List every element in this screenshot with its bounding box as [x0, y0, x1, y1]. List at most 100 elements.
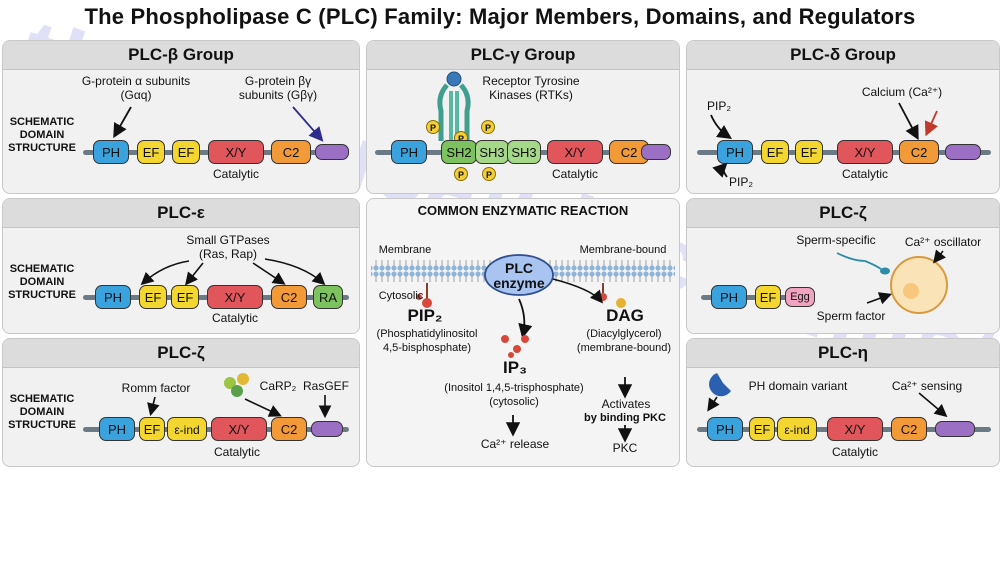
domain-tail [311, 421, 343, 437]
reaction-title: COMMON ENZYMATIC REACTION [417, 203, 629, 218]
domain-xy: X/Y [547, 140, 603, 164]
domain-ef: EF [761, 140, 789, 164]
domain-ph: PH [717, 140, 753, 164]
domain-tail [315, 144, 349, 160]
ph-variant-label: PH domain variant [748, 379, 848, 393]
domain-sh2: SH2 [441, 140, 477, 164]
sperm-factor-label: Sperm factor [816, 309, 886, 323]
schematic-word: SCHEMATIC [9, 116, 75, 128]
catalytic-label: Catalytic [213, 445, 260, 459]
panel-plc-delta: PLC-δ Group PIP₂ PIP₂ Calcium (Ca²⁺) PH … [686, 40, 1000, 194]
panel-common-reaction: COMMON ENZYMATIC REACTION Membrane Membr… [366, 198, 680, 467]
domain-ef: EF [755, 285, 781, 309]
catalytic-label: Catalytic [831, 445, 878, 459]
domain-sh3: SH3 [507, 140, 541, 164]
panel-plc-zeta-lower: PLC-ζ SCHEMATIC DOMAIN STRUCTURE Romm fa… [2, 338, 360, 467]
regulator-gbg: G-protein βγ subunits (Gβγ) [238, 74, 318, 102]
schematic-label: SCHEMATIC DOMAIN STRUCTURE [7, 263, 77, 302]
domain-ef: EF [137, 140, 165, 164]
phospho-site: P [481, 120, 495, 134]
protein-backbone [701, 295, 801, 300]
calcium-label: Calcium (Ca²⁺) [861, 85, 943, 99]
catalytic-label: Catalytic [212, 167, 259, 181]
schematic-label: SCHEMATIC DOMAIN STRUCTURE [7, 393, 77, 432]
panel-title: PLC-β Group [3, 41, 359, 70]
domain-ef: EF [171, 285, 199, 309]
domain-c2: C2 [899, 140, 939, 164]
schematic-word: SCHEMATIC [9, 263, 75, 275]
domain-tail [935, 421, 975, 437]
domain-c2: C2 [891, 417, 927, 441]
panel-title: PLC-ε [3, 199, 359, 228]
pip2-label: PIP₂ [707, 99, 731, 113]
ca-oscillator-label: Ca²⁺ oscillator [904, 235, 982, 249]
activates-label: Activates [601, 397, 651, 411]
phospho-site: P [426, 120, 440, 134]
pip2-label: PIP₂ [407, 306, 443, 325]
cytosolic-label: Cytosolic [378, 290, 424, 302]
domain-c2: C2 [271, 140, 311, 164]
domain-ph: PH [711, 285, 747, 309]
ip3-fullname: (Inositol 1,4,5-trisphosphate) (cytosoli… [444, 382, 584, 408]
schematic-word: STRUCTURE [8, 419, 76, 431]
pip2-fullname: (Phosphatidylinositol 4,5-bisphosphate) [376, 328, 478, 354]
domain-sh3: SH3 [475, 140, 509, 164]
schematic-word: DOMAIN [19, 129, 65, 141]
ca-release-label: Ca²⁺ release [480, 437, 550, 451]
phospho-site: P [482, 167, 496, 181]
domain-xy: X/Y [827, 417, 883, 441]
panel-title: PLC-ζ [687, 199, 999, 228]
domain-ef: EF [795, 140, 823, 164]
domain-e-ind: ε-ind [167, 417, 207, 441]
catalytic-label: Catalytic [841, 167, 888, 181]
sperm-specific-label: Sperm-specific [796, 233, 876, 247]
domain-ph: PH [707, 417, 743, 441]
schematic-word: STRUCTURE [8, 289, 76, 301]
domain-xy: X/Y [208, 140, 264, 164]
domain-c2: C2 [271, 285, 307, 309]
dag-fullname: (Diacylglycerol) (membrane-bound) [576, 328, 672, 354]
domain-tail [641, 144, 671, 160]
plc-enzyme-label: PLC enzyme [493, 260, 545, 291]
domain-e-ind: ε-ind [777, 417, 817, 441]
schematic-word: DOMAIN [19, 276, 65, 288]
ip3-label: IP₃ [503, 358, 527, 377]
domain-ph: PH [99, 417, 135, 441]
catalytic-label: Catalytic [551, 167, 598, 181]
page-title: The Phospholipase C (PLC) Family: Major … [84, 4, 916, 29]
membrane-label: Membrane [378, 244, 432, 256]
domain-ra: RA [313, 285, 343, 309]
schematic-word: SCHEMATIC [9, 393, 75, 405]
dag-label: DAG [606, 306, 644, 325]
domain-xy: X/Y [207, 285, 263, 309]
pkc-label: PKC [612, 441, 638, 455]
domain-xy: X/Y [837, 140, 893, 164]
domain-ef: EF [749, 417, 775, 441]
regulator-gaq: G-protein α subunits (Gαq) [81, 74, 191, 102]
domain-xy: X/Y [211, 417, 267, 441]
domain-tail [945, 144, 981, 160]
phospho-site: P [454, 167, 468, 181]
schematic-word: DOMAIN [19, 406, 65, 418]
ca-sensing-label: Ca²⁺ sensing [891, 379, 963, 393]
domain-c2: C2 [271, 417, 307, 441]
membrane-bound-label: Membrane-bound [579, 244, 667, 256]
panel-plc-gamma: PLC-γ Group Receptor Tyrosine Kinases (R… [366, 40, 680, 194]
domain-ph: PH [93, 140, 129, 164]
panel-title: PLC-δ Group [687, 41, 999, 70]
domain-ph: PH [95, 285, 131, 309]
carp2-label: CaRP₂ [259, 379, 297, 393]
panel-title: PLC-η [687, 339, 999, 368]
domain-ef: EF [172, 140, 200, 164]
romm-factor-label: Romm factor [121, 381, 191, 395]
panel-plc-beta: PLC-β Group SCHEMATIC DOMAIN STRUCTURE G… [2, 40, 360, 194]
domain-egg: Egg [785, 287, 815, 307]
panel-plc-zeta-upper: PLC-ζ Sperm-specific Ca²⁺ oscillator PH … [686, 198, 1000, 334]
by-binding-pkc: by binding PKC [584, 412, 666, 424]
panel-title: PLC-γ Group [367, 41, 679, 70]
schematic-label: SCHEMATIC DOMAIN STRUCTURE [7, 116, 77, 155]
pip2-label: PIP₂ [729, 175, 753, 189]
panel-title: PLC-ζ [3, 339, 359, 368]
panel-plc-eta: PLC-η PH domain variant Ca²⁺ sensing PH … [686, 338, 1000, 467]
schematic-word: STRUCTURE [8, 142, 76, 154]
